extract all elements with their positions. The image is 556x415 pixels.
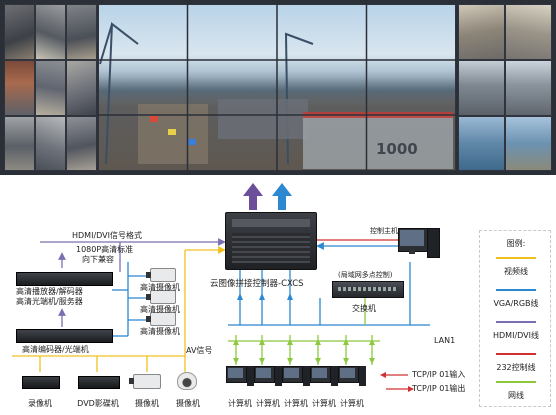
video-wall: 1000 [0, 0, 556, 175]
control-host-label: 控制主机 [370, 227, 398, 235]
dvd-device [78, 376, 120, 389]
hd-camera-label: 高清摄像机 [140, 305, 180, 314]
hd-encoder-label: 高清编码器/光端机 [22, 345, 89, 354]
svg-text:1000: 1000 [376, 140, 418, 158]
network-switch [332, 281, 404, 298]
legend-hdmi-label: HDMI/DVI线 [493, 331, 539, 340]
tcpip-in-label: TCP/IP 01输入 [412, 370, 466, 379]
hd-player-label: 高清播放器/解码器 [16, 287, 83, 296]
legend-box: 图例: 视频线 VGA/RGB线 HDMI/DVI线 232控制线 网线 [479, 230, 551, 407]
wall-tile [505, 60, 552, 116]
computer-label: 计算机 [312, 399, 336, 408]
hd-camera-label: 高清摄像机 [140, 327, 180, 336]
computer-device [338, 366, 366, 390]
wall-tile [66, 116, 97, 171]
legend-network-label: 网线 [508, 391, 524, 400]
wall-tile [35, 60, 66, 116]
legend-title: 图例: [506, 239, 526, 248]
dvd-label: DVD影碟机 [77, 399, 119, 408]
controller-chassis [225, 212, 317, 270]
hd-standard-label: 1080P高清标准 [76, 245, 134, 254]
legend-video-swatch [496, 257, 536, 259]
wall-tile [505, 116, 552, 171]
lan-control-label: (局域网多点控制) [338, 271, 393, 279]
computer-label: 计算机 [340, 399, 364, 408]
computer-label: 计算机 [284, 399, 308, 408]
legend-hdmi-swatch [496, 321, 536, 323]
wall-tile [66, 4, 97, 60]
wall-grid [98, 4, 456, 171]
dome-camera-device [177, 372, 197, 390]
legend-232-swatch [496, 353, 536, 355]
computer-device [310, 366, 338, 390]
wall-tile [505, 4, 552, 60]
wall-tile [66, 60, 97, 116]
hd-camera [146, 312, 176, 326]
wall-tile [458, 116, 505, 171]
legend-network-swatch [496, 381, 536, 383]
camera-label: 摄像机 [135, 399, 159, 408]
legend-vga-swatch [496, 289, 536, 291]
wall-tile [35, 116, 66, 171]
wall-tile [4, 60, 35, 116]
computer-label: 计算机 [256, 399, 280, 408]
blue-up-arrow [272, 183, 292, 210]
wall-tile [4, 4, 35, 60]
controller-label: 云图像拼接控制器-CXCS [210, 279, 304, 289]
computer-device [282, 366, 310, 390]
hd-compat-label: 向下兼容 [82, 255, 114, 264]
switch-label: 交换机 [352, 304, 376, 313]
recorder-label: 录像机 [28, 399, 52, 408]
computer-device [254, 366, 282, 390]
legend-video-label: 视频线 [504, 267, 528, 276]
hd-camera [146, 268, 176, 282]
wall-tile [4, 116, 35, 171]
hd-encoder-device [16, 329, 113, 343]
wall-tile [35, 4, 66, 60]
hd-optical-label: 高清光端机/服务器 [16, 297, 83, 306]
lan1-label: LAN1 [434, 336, 456, 345]
tcpip-out-label: TCP/IP 01输出 [412, 384, 466, 393]
hd-player-device [16, 272, 113, 286]
computer-device [226, 366, 254, 390]
hdmi-dvi-format-label: HDMI/DVI信号格式 [72, 231, 142, 240]
dome-camera-label: 摄像机 [176, 399, 200, 408]
hd-camera-label: 高清摄像机 [140, 283, 180, 292]
recorder-device [22, 376, 60, 389]
wall-tile [458, 4, 505, 60]
legend-vga-label: VGA/RGB线 [493, 299, 539, 308]
computer-label: 计算机 [228, 399, 252, 408]
purple-up-arrow [243, 183, 263, 210]
av-signal-label: AV信号 [186, 346, 213, 355]
camera-device [129, 374, 161, 389]
legend-232-label: 232控制线 [496, 363, 536, 372]
wall-tile [458, 60, 505, 116]
hd-camera [146, 290, 176, 304]
control-host-computer [398, 228, 440, 260]
